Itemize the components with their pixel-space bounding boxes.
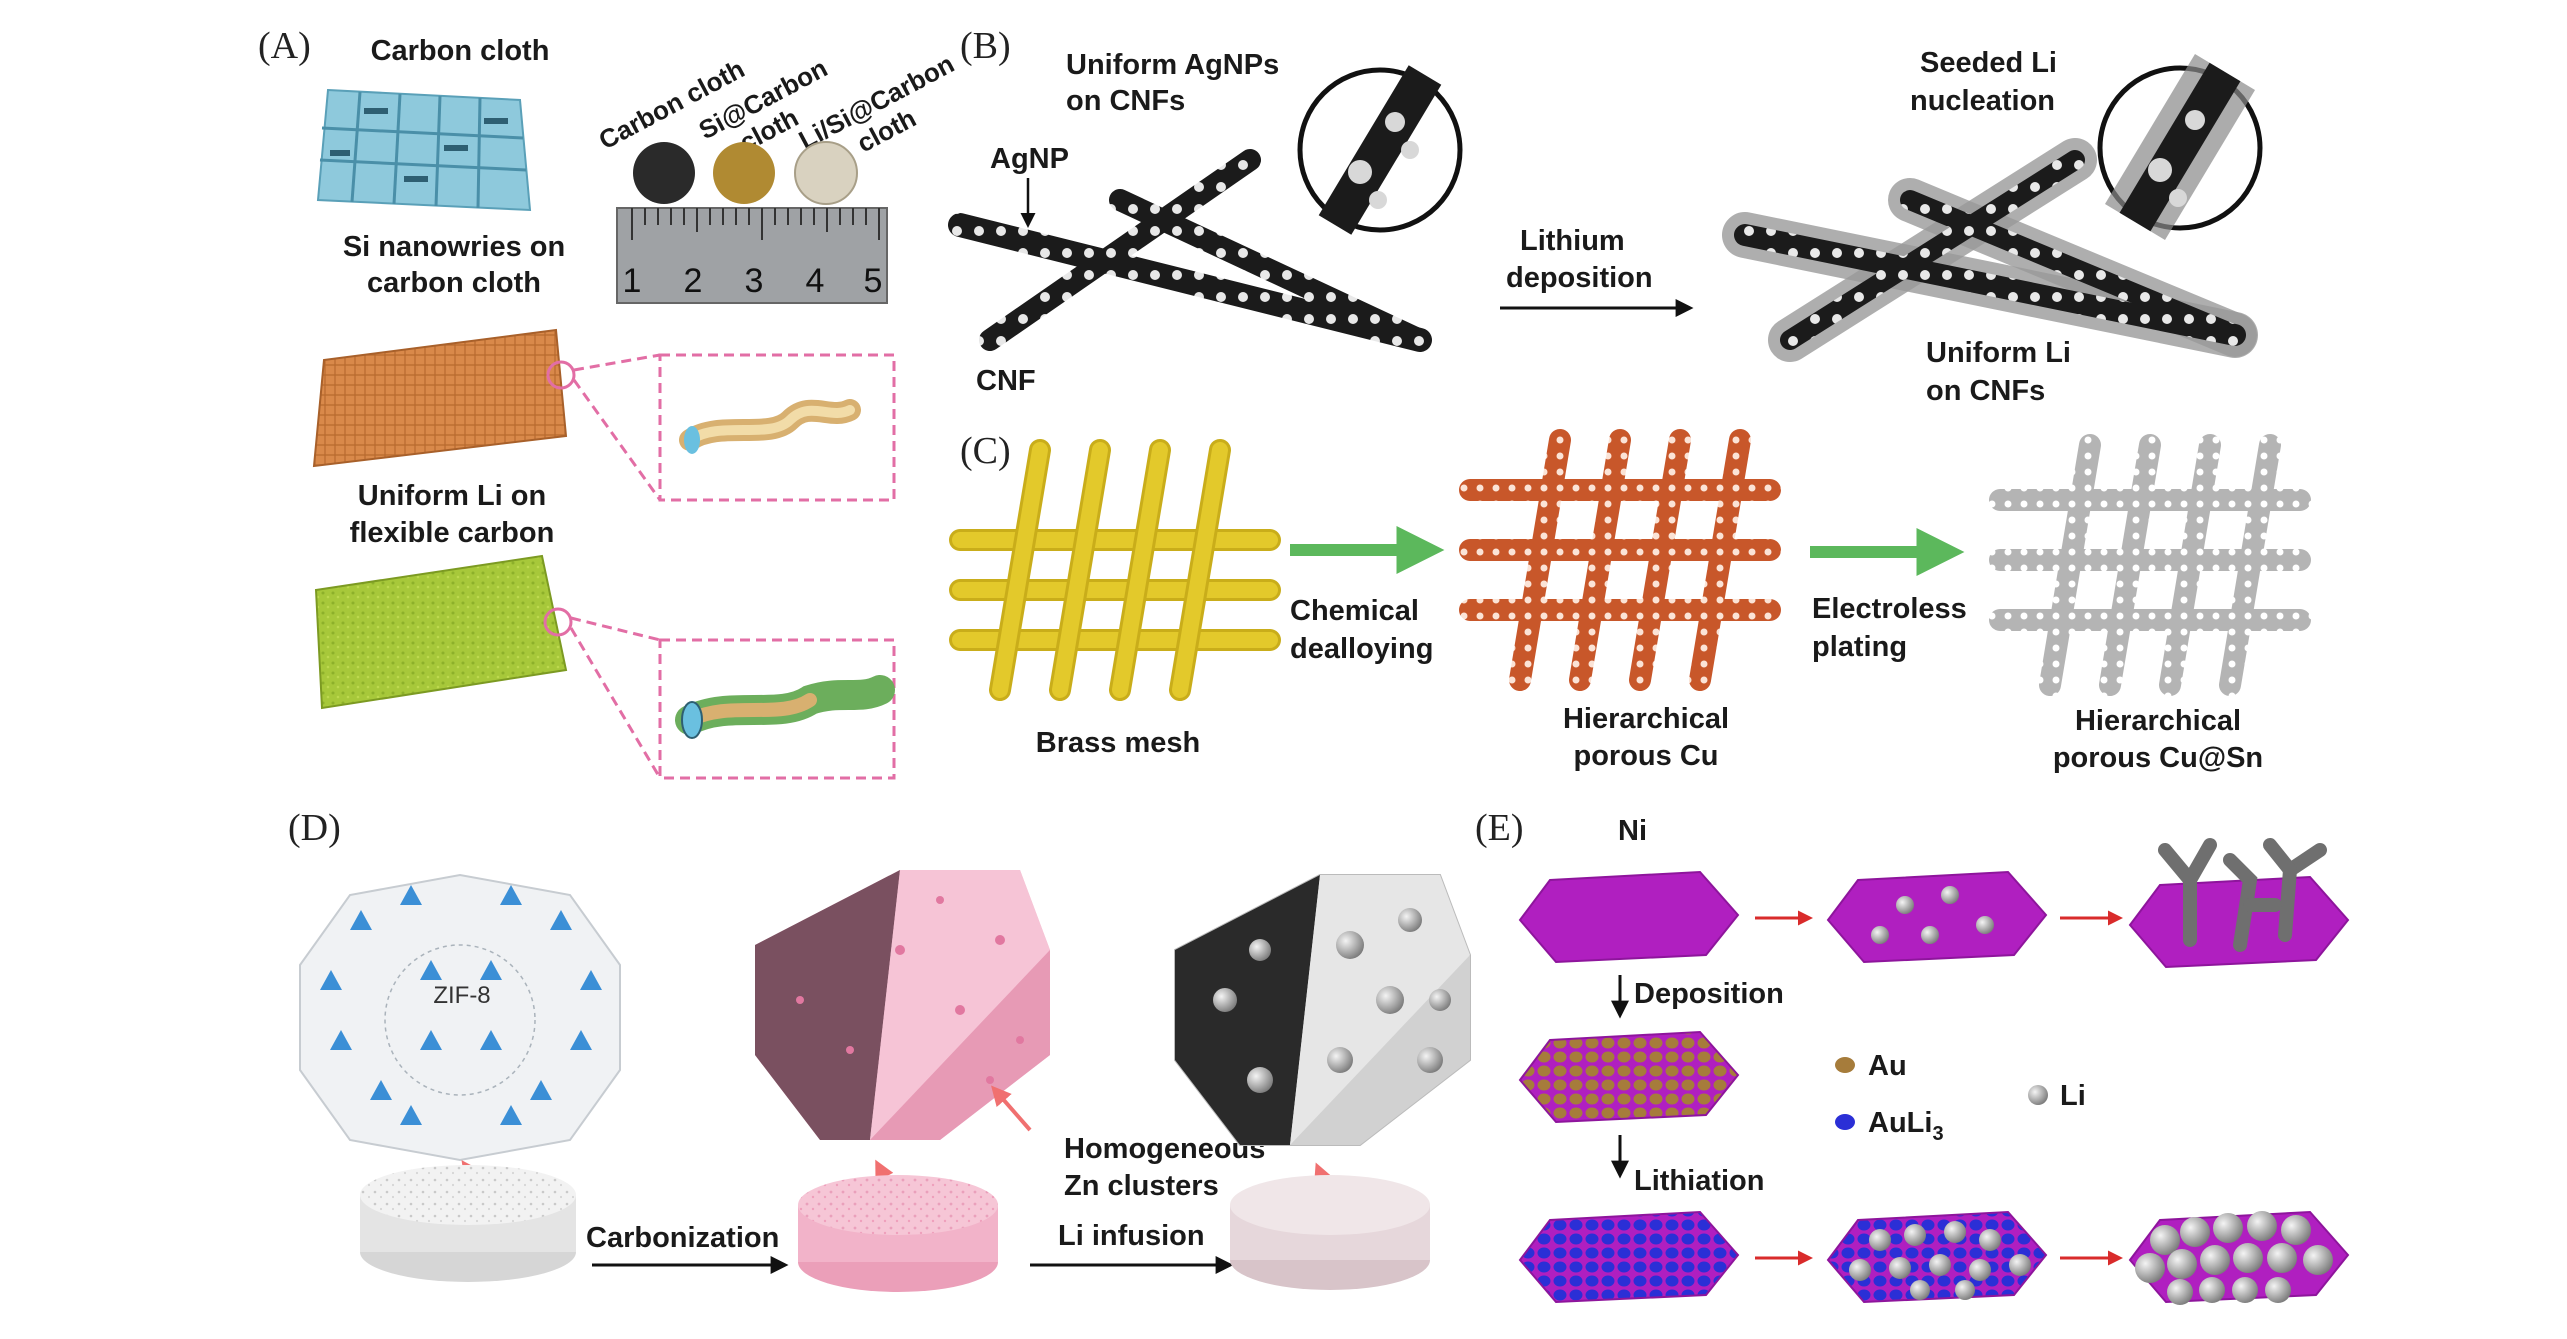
si-nanowires-label-2: carbon cloth — [367, 267, 541, 299]
carbon-cloth-label: Carbon cloth — [371, 35, 550, 67]
li-infused-polyhedron — [1174, 874, 1471, 1146]
white-disc — [360, 1165, 576, 1282]
li-zoom-box — [658, 638, 896, 780]
zif8-label: ZIF-8 — [433, 982, 490, 1009]
panel-e-label: (E) — [1475, 807, 1524, 849]
si-nanowire-zoom — [679, 399, 861, 454]
ni-with-dendrites — [2128, 838, 2350, 969]
porous-cu-mesh — [1459, 429, 1781, 691]
zoom-line-2b — [569, 627, 662, 779]
li-flexible-carbon — [314, 554, 568, 710]
carbon-cloth-disc — [633, 142, 695, 204]
brass-mesh-label: Brass mesh — [1036, 727, 1200, 759]
chemical-dealloying-label-1: Chemical — [1290, 595, 1419, 627]
uniform-li-layer — [2128, 1210, 2350, 1305]
legend-au-label: Au — [1868, 1050, 1907, 1082]
carbon-cloth-illustration — [316, 88, 532, 212]
ruler-tick-1: 1 — [623, 262, 642, 300]
zoom-line-2a — [570, 616, 661, 642]
cnf-network-li — [1722, 138, 2258, 362]
ni-label: Ni — [1618, 815, 1647, 847]
porous-cusn-mesh — [1989, 434, 2311, 696]
ruler-tick-3: 3 — [745, 262, 764, 300]
li-infused-disc — [1230, 1175, 1430, 1290]
lithium-deposition-label-1: Lithium — [1520, 225, 1625, 257]
ruler-tick-2: 2 — [684, 262, 703, 300]
zoom-line-1b — [572, 379, 662, 501]
homogeneous-label-2: Zn clusters — [1064, 1170, 1219, 1202]
legend-au-marker — [1835, 1057, 1855, 1073]
auli3-with-li — [1826, 1210, 2048, 1304]
hier-cusn-label-1: Hierarchical — [2075, 705, 2241, 737]
ni-substrate — [1518, 870, 1740, 964]
si-nanowire-cloth — [312, 328, 568, 468]
pink-polyhedron — [755, 870, 1050, 1140]
legend-auli3-marker — [1835, 1114, 1855, 1130]
uniform-agnps-label-1: Uniform AgNPs — [1066, 49, 1279, 81]
si-nanowires-label-1: Si nanowries on — [343, 231, 565, 263]
li-zoom-circle — [543, 607, 573, 637]
legend-li-label: Li — [2060, 1080, 2086, 1112]
legend: Au AuLi3 Li — [1835, 1050, 2086, 1145]
carbonization-label: Carbonization — [586, 1222, 779, 1254]
au-coated-ni — [1518, 1030, 1740, 1124]
lithiation-label: Lithiation — [1634, 1165, 1764, 1197]
cnf-label: CNF — [976, 365, 1036, 397]
chemical-dealloying-label-2: dealloying — [1290, 633, 1433, 665]
legend-li-marker — [2028, 1085, 2048, 1105]
homogeneous-label-1: Homogeneous — [1064, 1133, 1265, 1165]
legend-auli3-label: AuLi3 — [1868, 1107, 1944, 1145]
uniform-li-label-1: Uniform Li on — [358, 480, 546, 512]
pink-disc — [798, 1175, 998, 1292]
li-si-carbon-disc — [794, 141, 858, 205]
ni-with-li-seeds — [1826, 870, 2048, 964]
panel-d-label: (D) — [288, 807, 341, 849]
cnf-network-agnps — [948, 149, 1432, 352]
ruler: 1 2 3 4 5 — [616, 207, 888, 304]
lithium-deposition-label-2: deposition — [1506, 262, 1653, 294]
electroless-label-2: plating — [1812, 631, 1907, 663]
seeded-li-label-2: nucleation — [1910, 85, 2055, 117]
auli3-coated-ni — [1518, 1210, 1740, 1304]
seeded-li-label-1: Seeded Li — [1920, 47, 2057, 79]
brass-mesh — [949, 439, 1281, 701]
deposition-label: Deposition — [1634, 978, 1784, 1010]
electroless-label-1: Electroless — [1812, 593, 1967, 625]
uniform-li-label-2: flexible carbon — [350, 517, 555, 549]
zn-cluster-pointer — [991, 1085, 1032, 1132]
li-nanowire-zoom — [675, 675, 895, 739]
panel-a-label: (A) — [258, 25, 311, 67]
uniform-li-cnfs-label-1: Uniform Li — [1926, 337, 2071, 369]
panel-b-label: (B) — [960, 25, 1011, 67]
ruler-tick-4: 4 — [806, 262, 825, 300]
agnp-zoom-circle — [1297, 65, 1463, 235]
hier-cu-label-1: Hierarchical — [1563, 703, 1729, 735]
si-zoom-box — [658, 353, 896, 502]
si-zoom-circle — [546, 360, 576, 390]
ruler-tick-5: 5 — [864, 262, 883, 300]
uniform-li-cnfs-label-2: on CNFs — [1926, 375, 2045, 407]
uniform-agnps-label-2: on CNFs — [1066, 85, 1185, 117]
panel-c-label: (C) — [960, 430, 1011, 472]
hier-cusn-label-2: porous Cu@Sn — [2053, 742, 2263, 774]
zif8-polyhedron: ZIF-8 — [299, 873, 621, 1162]
seeded-li-zoom-circle — [2097, 53, 2263, 241]
hier-cu-label-2: porous Cu — [1574, 740, 1719, 772]
li-infusion-label: Li infusion — [1058, 1220, 1205, 1252]
agnp-label: AgNP — [990, 143, 1069, 175]
zoom-line-1a — [573, 353, 661, 372]
si-carbon-disc — [713, 142, 775, 204]
